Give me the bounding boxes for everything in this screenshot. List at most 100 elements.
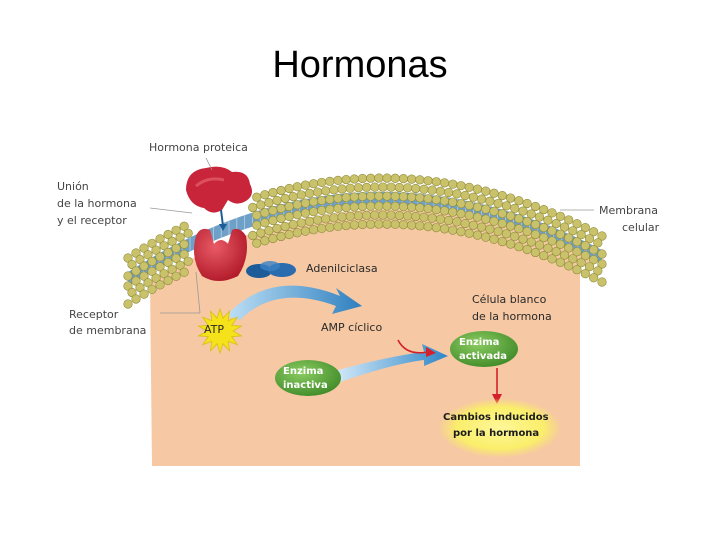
label-union-2: de la hormona: [57, 197, 137, 210]
membrane-lipid-head: [547, 226, 557, 236]
label-enzima-inactiva-1: Enzima: [283, 366, 323, 377]
membrane-lipid-head: [284, 229, 294, 240]
membrane-lipid-head: [477, 222, 487, 232]
membrane-lipid-head: [179, 221, 189, 231]
membrane-lipid-head: [300, 208, 311, 218]
membrane-lipid-head: [580, 223, 590, 233]
membrane-lipid-head: [584, 262, 595, 272]
membrane-lipid-head: [398, 220, 409, 230]
membrane-lipid-head: [264, 226, 274, 236]
membrane-lipid-head: [530, 247, 541, 258]
atp-icon: [197, 307, 243, 355]
membrane-lipid-head: [423, 222, 433, 232]
membrane-lipid-head: [345, 183, 355, 193]
membrane-lipid-head: [349, 174, 359, 184]
membrane-lipid-head: [325, 222, 335, 232]
label-atp: ATP: [204, 323, 224, 336]
membrane-lipid-head: [163, 275, 173, 286]
membrane-lipid-head: [366, 201, 376, 211]
label-membrana-2: celular: [622, 221, 660, 234]
membrane-lipid-head: [497, 236, 507, 247]
membrane-lipid-head: [539, 222, 549, 233]
membrane-lipid-head: [288, 192, 298, 202]
membrane-lipid-head: [472, 212, 483, 222]
membrane-lipid-head: [526, 209, 536, 219]
membrane-lipid-head: [597, 259, 607, 269]
membrane-lipid-head: [543, 215, 553, 225]
membrane-lipid-head: [159, 269, 169, 279]
membrane-lipid-head: [505, 193, 516, 203]
membrane-lipid-head: [489, 216, 499, 226]
membrane-lipid-head: [572, 237, 582, 247]
membrane-lipid-head: [329, 185, 339, 195]
membrane-lipid-head: [472, 230, 483, 240]
membrane-lipid-head: [485, 224, 495, 234]
cell-membrane: [123, 173, 607, 309]
membrane-lipid-head: [175, 232, 185, 242]
membrane-lipid-head: [448, 179, 458, 189]
membrane-lipid-head: [163, 257, 173, 268]
membrane-lipid-head: [439, 206, 450, 216]
membrane-lipid-head: [390, 201, 400, 211]
membrane-lipid-head: [317, 195, 327, 206]
membrane-lipid-head: [593, 238, 603, 248]
membrane-lipid-head: [464, 210, 474, 220]
membrane-lipid-head: [580, 251, 590, 261]
membrane-lipid-head: [394, 182, 404, 193]
membrane-lipid-head: [248, 230, 258, 241]
membrane-lipid-head: [183, 256, 193, 266]
membrane-lipid-head: [333, 203, 343, 213]
membrane-lipid-head: [547, 236, 557, 246]
membrane-lipid-head: [374, 201, 384, 211]
membrane-lipid-head: [456, 209, 466, 219]
membrane-lipid-head: [415, 175, 425, 185]
membrane-lipid-head: [444, 215, 454, 226]
membrane-lipid-head: [337, 212, 347, 222]
membrane-lipid-head: [468, 192, 478, 202]
membrane-lipid-head: [419, 212, 429, 222]
membrane-lipid-head: [382, 191, 392, 201]
membrane-lipid-head: [179, 239, 189, 249]
membrane-lipid-head: [151, 273, 161, 283]
adenylyl-cyclase: [246, 261, 296, 278]
membrane-lipid-head: [415, 203, 425, 213]
membrane-lipid-head: [276, 203, 286, 214]
membrane-lipid-head: [308, 225, 319, 235]
membrane-lipid-head: [518, 234, 528, 244]
membrane-lipid-head: [407, 220, 417, 230]
membrane-lipid-head: [505, 211, 516, 221]
membrane-lipid-head: [171, 225, 181, 235]
membrane-lipid-head: [272, 223, 282, 234]
membrane-lipid-head: [325, 176, 335, 186]
membrane-lipid-head: [284, 183, 294, 194]
membrane-lipid-head: [415, 193, 425, 203]
membrane-lipid-head: [597, 231, 607, 241]
membrane-lipid-head: [398, 192, 409, 202]
membrane-lipid-head: [423, 204, 433, 214]
membrane-lipid-head: [411, 183, 421, 194]
membrane-lipid-head: [534, 240, 545, 250]
membrane-lipid-head: [555, 239, 565, 249]
membrane-lipid-head: [308, 207, 319, 217]
membrane-lipid-head: [382, 219, 392, 229]
membrane-lipid-head: [505, 239, 516, 249]
membrane-lipid-head: [329, 213, 339, 223]
membrane-lipid-head: [472, 184, 483, 194]
membrane-lipid-head: [357, 201, 368, 212]
membrane-lipid-head: [284, 211, 294, 222]
label-adenilciclasa: Adenilciclasa: [306, 262, 378, 275]
protein-hormone: [186, 166, 252, 213]
membrane-lipid-head: [143, 250, 153, 260]
membrane-lipid-head: [411, 211, 421, 222]
membrane-lipid-head: [171, 271, 181, 281]
membrane-lipid-head: [179, 267, 189, 277]
membrane-lipid-head: [407, 202, 417, 212]
membrane-lipid-head: [419, 184, 429, 194]
membrane-lipid-head: [333, 221, 343, 231]
membrane-receptor: [194, 228, 247, 281]
membrane-lipid-head: [280, 221, 290, 232]
membrane-lipid-head: [518, 206, 528, 216]
membrane-lipid-head: [171, 243, 181, 253]
membrane-lipid-head: [321, 214, 331, 224]
membrane-lipid-head: [300, 226, 311, 236]
